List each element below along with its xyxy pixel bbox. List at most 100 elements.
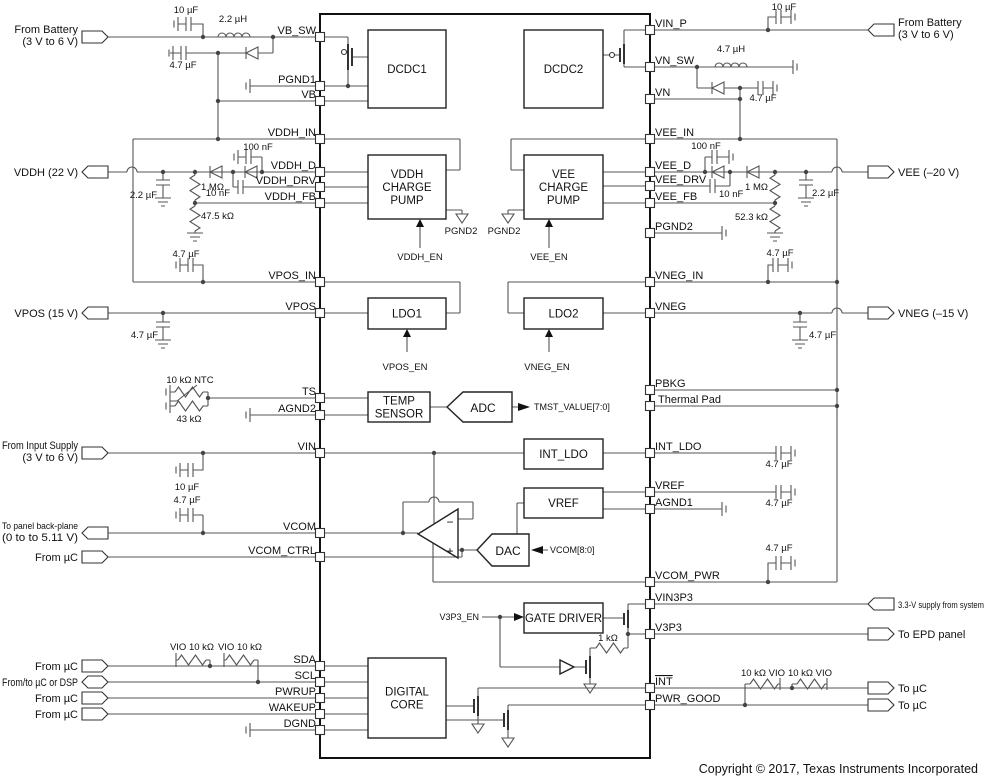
junction-dot xyxy=(803,169,809,175)
pin-square xyxy=(314,166,326,178)
junction-dot xyxy=(834,403,840,409)
junction-dot xyxy=(200,450,206,456)
vddh-charge-pump-outline xyxy=(367,154,447,220)
pin-vee-drv: VEE_DRV xyxy=(644,174,707,192)
junction-dot xyxy=(765,279,771,285)
pin-vn-sw: VN_SW xyxy=(644,55,695,73)
terminal-label: To µC xyxy=(898,700,927,712)
pin-label: VN xyxy=(655,87,670,99)
pin-label: INT_LDO xyxy=(655,441,702,453)
pin-vpos-in: VPOS_IN xyxy=(268,270,326,288)
terminal-to-panel-back-plane: To panel back-plane(0 to to 5.11 V) xyxy=(2,521,109,544)
pin-square xyxy=(314,708,326,720)
vee-charge-pump-label: CHARGE xyxy=(539,182,589,194)
junction-dot xyxy=(797,310,803,316)
dcdc2-label: DCDC2 xyxy=(544,64,584,76)
pin-square xyxy=(314,31,326,43)
circuit-wires xyxy=(108,16,868,738)
pin-label: VPOS xyxy=(285,301,316,313)
pin-square xyxy=(314,392,326,404)
pin-vcom-ctrl: VCOM_CTRL xyxy=(248,545,326,563)
pin-label: VNEG xyxy=(655,301,686,313)
inverter-triangle xyxy=(559,658,576,676)
terminal-symbol xyxy=(81,691,109,705)
pin-square xyxy=(644,227,656,239)
terminal-symbol xyxy=(81,550,109,564)
pin-square xyxy=(314,276,326,288)
pin-label: VEE_FB xyxy=(655,191,697,203)
vcom-bus-label: VCOM[8:0] xyxy=(550,545,595,555)
gate-driver-label: GATE DRIVER xyxy=(525,613,602,625)
pin-label: VREF xyxy=(655,480,685,492)
terminal-symbol xyxy=(867,23,895,37)
junction-dot xyxy=(459,547,465,553)
terminal-symbol xyxy=(867,597,895,611)
terminal-label: VNEG (–15 V) xyxy=(898,308,968,320)
terminal-label: 3.3-V supply from system xyxy=(898,600,984,610)
pin-vcom-pwr: VCOM_PWR xyxy=(644,570,720,588)
junction-dot xyxy=(200,530,206,536)
terminal-symbol xyxy=(867,698,895,712)
junction-dot xyxy=(625,631,631,637)
terminal-from-c: From µC xyxy=(35,707,109,721)
junction-dot xyxy=(160,169,166,175)
junction-dot xyxy=(200,279,206,285)
pin-thermal-pad: Thermal Pad xyxy=(644,394,721,412)
vee-en-label: VEE_EN xyxy=(530,252,568,263)
pin-label: PGND2 xyxy=(655,221,693,233)
pin-square xyxy=(644,133,656,145)
digital-core-outline xyxy=(367,657,447,739)
junction-dot xyxy=(345,83,351,89)
terminal-symbol xyxy=(867,165,895,179)
pin-square xyxy=(644,166,656,178)
pin-label: WAKEUP xyxy=(269,702,316,714)
pin-agnd1: AGND1 xyxy=(644,497,693,515)
digital-core-label: CORE xyxy=(390,700,424,712)
pgnd2-label-right: PGND2 xyxy=(488,226,521,237)
junction-dot xyxy=(772,169,778,175)
cap-4p7uF-vnegin: 4.7 µF xyxy=(766,248,793,259)
terminal-symbol xyxy=(81,446,109,460)
junction-dot xyxy=(255,679,261,685)
pin-ts: TS xyxy=(302,386,326,404)
pin-vcom: VCOM xyxy=(283,521,326,539)
pin-label: VEE_IN xyxy=(655,127,694,139)
pin-label: VCOM_PWR xyxy=(655,570,720,582)
terminal-label: From Battery xyxy=(14,24,78,36)
pin-label: Thermal Pad xyxy=(658,394,721,406)
pgnd2-label-left: PGND2 xyxy=(445,226,478,237)
terminal-to-c: To µC xyxy=(867,681,927,695)
int-ldo-outline xyxy=(523,438,604,470)
pin-square xyxy=(644,699,656,711)
terminal-vpos-15-v-: VPOS (15 V) xyxy=(14,306,109,320)
pin-label: PBKG xyxy=(655,378,686,390)
junction-dot xyxy=(270,34,276,40)
pin-label: PGND1 xyxy=(278,74,316,86)
cap-4p7uF-vcom: 4.7 µF xyxy=(173,495,200,506)
terminal-symbol xyxy=(867,681,895,695)
temp-sensor-label: TEMP xyxy=(383,396,415,408)
junction-dot xyxy=(765,579,771,585)
block-ldo2: LDO2 xyxy=(523,297,604,330)
res-43k: 43 kΩ xyxy=(176,414,201,425)
junction-dot xyxy=(160,310,166,316)
pin-vin: VIN xyxy=(298,441,326,459)
pin-vee-d: VEE_D xyxy=(644,160,691,178)
terminal-from-c: From µC xyxy=(35,659,109,673)
terminal-symbol xyxy=(81,306,109,320)
ldo1-outline xyxy=(367,297,447,330)
terminal-vneg-15-v-: VNEG (–15 V) xyxy=(867,306,968,320)
pin-label: VDDH_FB xyxy=(265,191,316,203)
dcdc1-label: DCDC1 xyxy=(387,64,427,76)
cap-4p7uF-vn: 4.7 µF xyxy=(749,93,776,104)
pin-square xyxy=(314,95,326,107)
junction-dot xyxy=(400,530,406,536)
pin-square xyxy=(314,197,326,209)
copyright-text: Copyright © 2017, Texas Instruments Inco… xyxy=(699,762,978,776)
vee-charge-pump-label: VEE xyxy=(552,169,575,181)
junction-dot xyxy=(215,136,221,142)
ldo2-outline xyxy=(523,297,604,330)
pin-v3p3: V3P3 xyxy=(644,622,682,640)
digital-core-label: DIGITAL xyxy=(385,687,429,699)
pin-vddh-in: VDDH_IN xyxy=(268,127,326,145)
